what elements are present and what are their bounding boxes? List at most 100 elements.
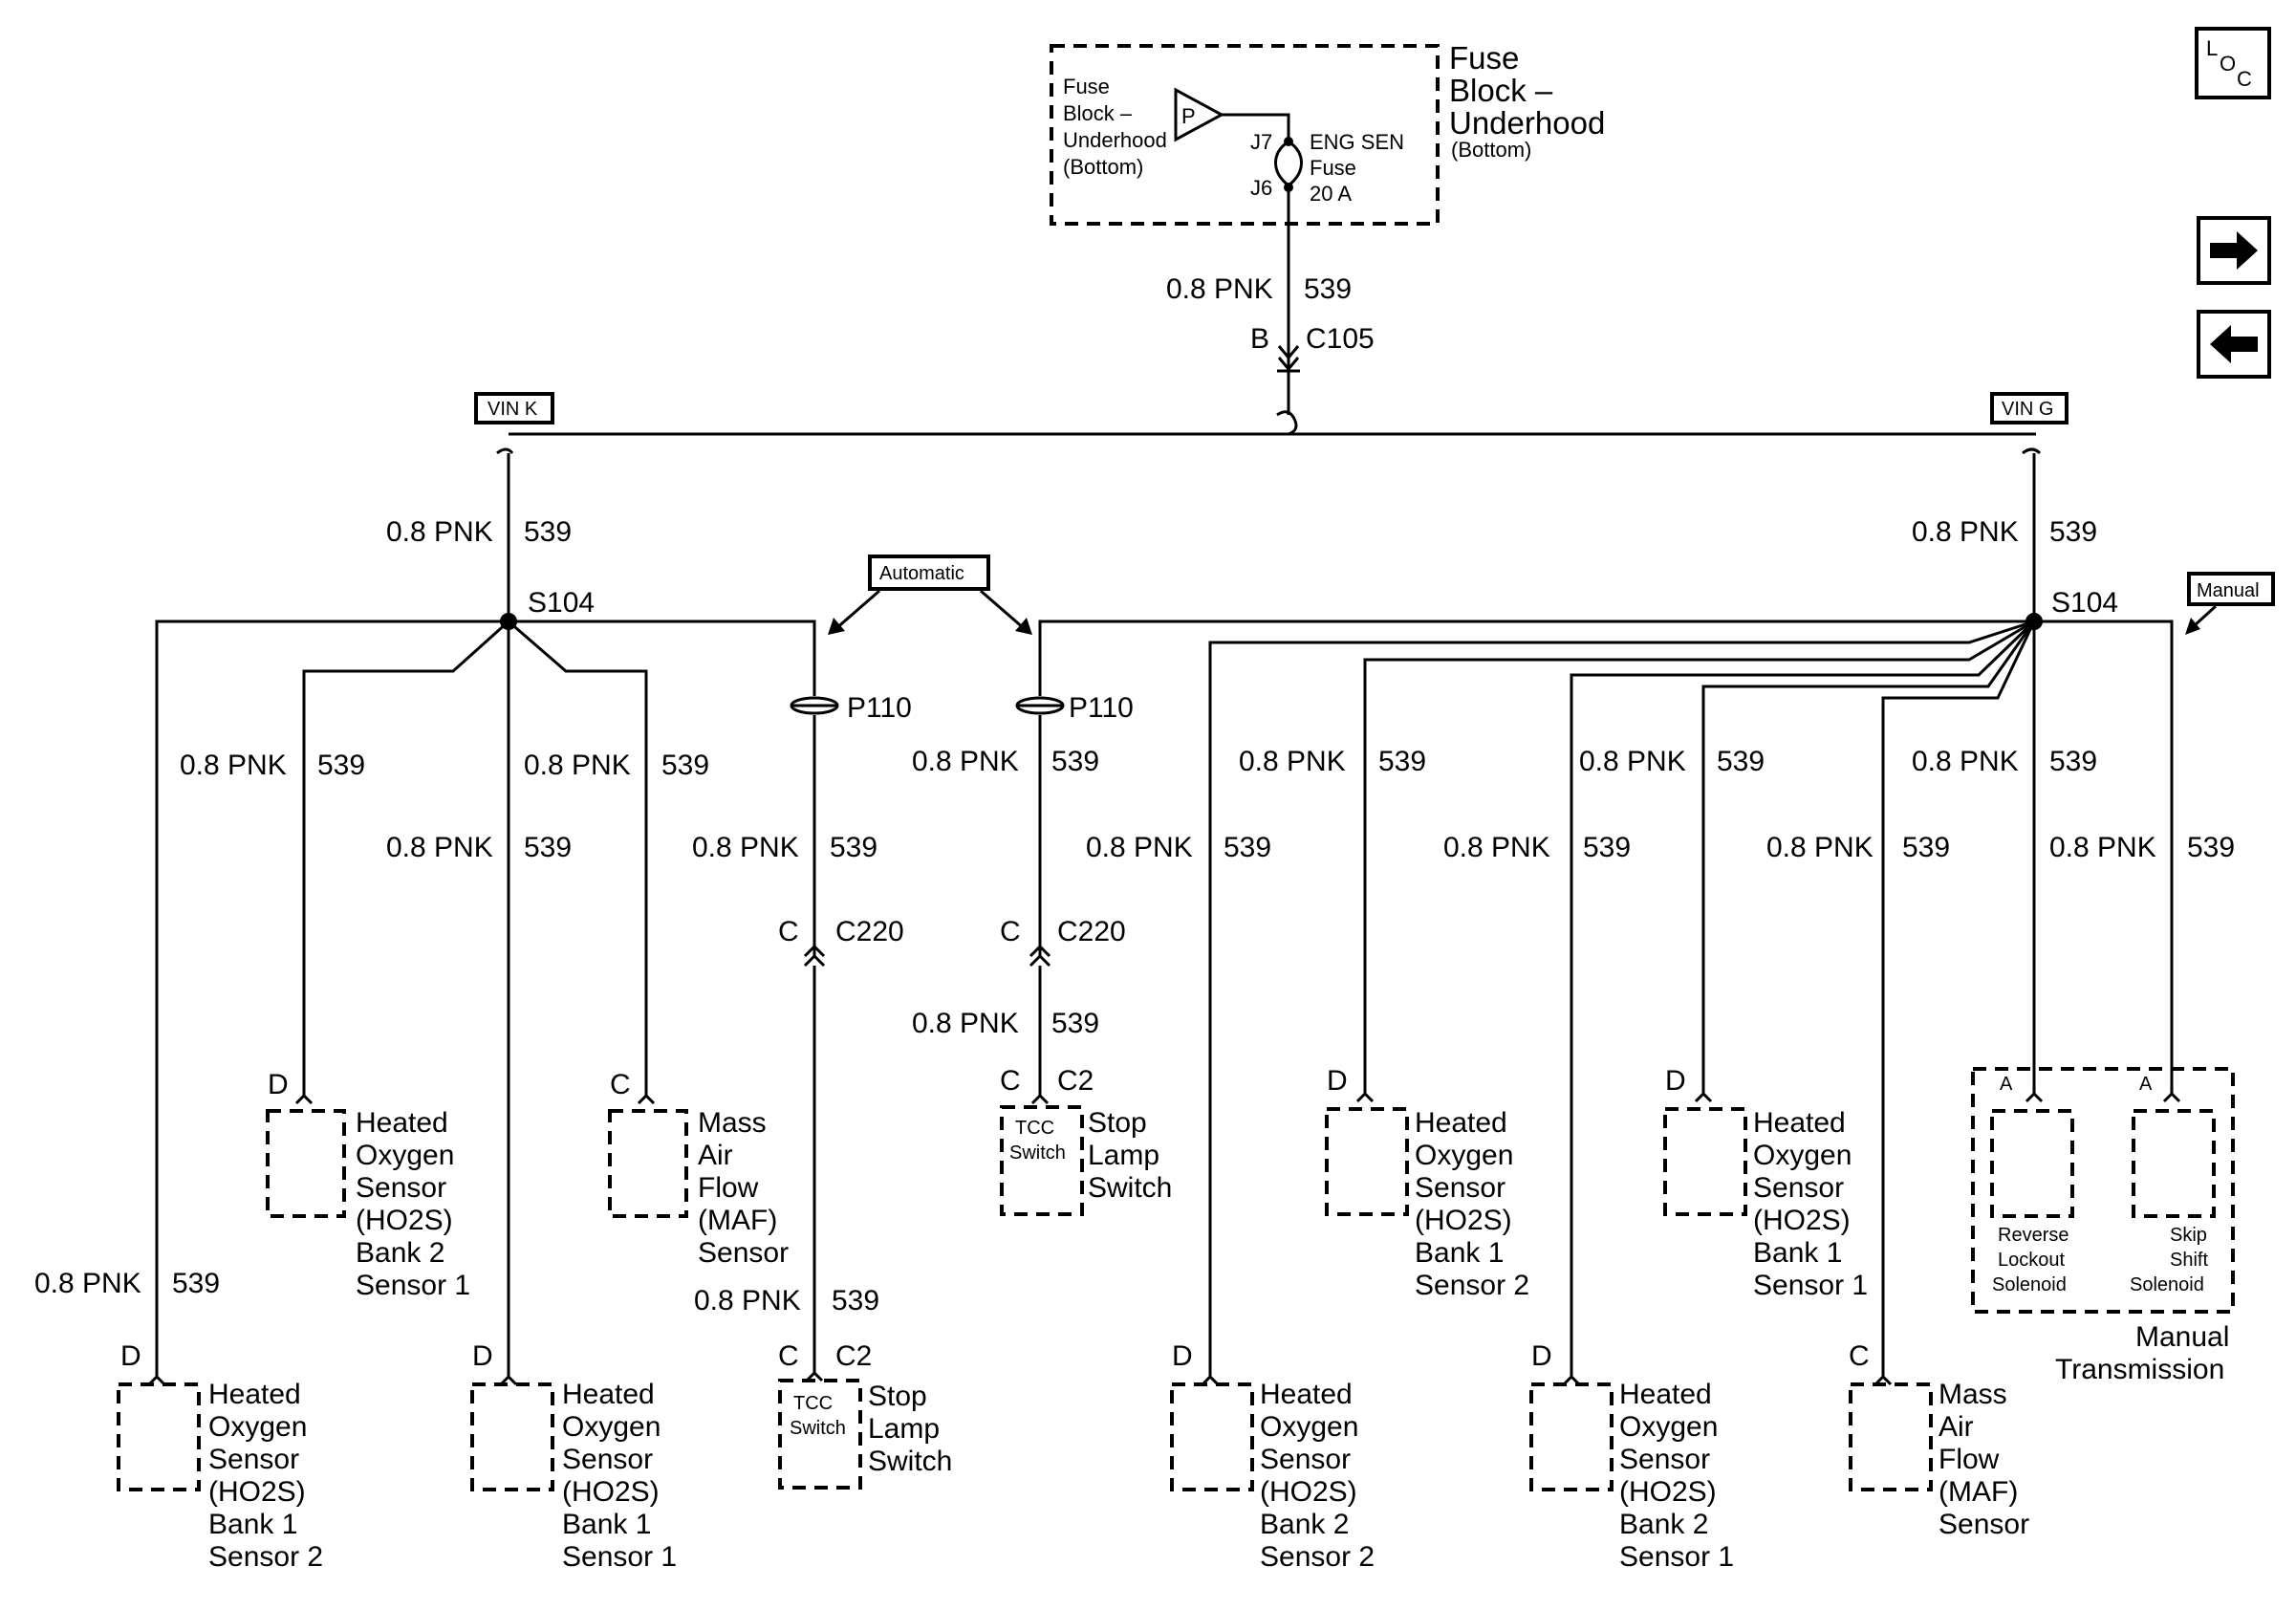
l-b2s1-line-5: Bank 2 bbox=[356, 1237, 444, 1269]
l-stop-inner-2: Switch bbox=[790, 1418, 846, 1439]
r-b1s2-line-5: Bank 1 bbox=[1415, 1237, 1504, 1269]
pin-j6: J6 bbox=[1250, 176, 1272, 200]
r-maf-line-1: Mass bbox=[1939, 1379, 2007, 1410]
r-b1s2-line-4: (HO2S) bbox=[1415, 1205, 1512, 1236]
r-tcc-wire2: 0.8 PNK bbox=[912, 1008, 1019, 1039]
r-b2s1-line-6: Sensor 1 bbox=[1619, 1541, 1734, 1573]
main-wire: 0.8 PNK bbox=[1166, 273, 1273, 305]
r-b2s2-circuit: 539 bbox=[1224, 832, 1271, 863]
c105-connector-icon bbox=[1277, 345, 1300, 360]
l-c220-connector-icon bbox=[803, 944, 826, 958]
next-page-button[interactable] bbox=[2197, 216, 2271, 285]
manual-label: Manual bbox=[2197, 580, 2260, 601]
r-c2-label: C2 bbox=[1057, 1065, 1094, 1097]
r-b2s2-line-2: Oxygen bbox=[1260, 1411, 1358, 1443]
automatic-label: Automatic bbox=[879, 563, 964, 584]
l-p110-connector-icon bbox=[790, 696, 839, 715]
l-c2-label: C2 bbox=[835, 1340, 872, 1372]
r-b1s2-line-1: Heated bbox=[1415, 1107, 1507, 1139]
vin-g-box bbox=[1990, 392, 2069, 424]
l-b1s1-line-2: Oxygen bbox=[562, 1411, 661, 1443]
r-b2s1-line-3: Sensor bbox=[1619, 1444, 1710, 1475]
r-maf-pin: C bbox=[1849, 1340, 1870, 1372]
l-b1s1-circuit: 539 bbox=[524, 832, 572, 863]
l-c220-pin: C bbox=[778, 916, 799, 947]
arrow-right-icon bbox=[2210, 231, 2258, 270]
previous-page-button[interactable] bbox=[2197, 310, 2271, 379]
fuse-block-inner-label-3: Underhood bbox=[1063, 128, 1167, 152]
r-tcc-wire1: 0.8 PNK bbox=[912, 746, 1019, 777]
r-c220-connector-icon bbox=[1029, 944, 1051, 958]
p-symbol: P bbox=[1181, 104, 1196, 128]
r-b1s2-line-3: Sensor bbox=[1415, 1172, 1505, 1204]
l-b1s1-pin: D bbox=[472, 1340, 493, 1372]
r-b2s1-wire: 0.8 PNK bbox=[1443, 832, 1550, 863]
fuse-block-title-sub: (Bottom) bbox=[1451, 138, 1531, 162]
l-b1s2-pin: D bbox=[120, 1340, 141, 1372]
main-pin: B bbox=[1250, 323, 1269, 355]
reverse-line-3: Solenoid bbox=[1992, 1274, 2067, 1295]
l-p110-label: P110 bbox=[847, 692, 912, 724]
right-main-circuit: 539 bbox=[2049, 516, 2097, 548]
r-b1s2-wire: 0.8 PNK bbox=[1239, 746, 1346, 777]
r-maf-circuit: 539 bbox=[1902, 832, 1950, 863]
r-stop-inner-1: TCC bbox=[1015, 1118, 1054, 1139]
l-b1s1-wire: 0.8 PNK bbox=[386, 832, 493, 863]
r-b2s2-sensor: D Heated Oxygen Sensor (HO2S) Bank 2 Sen… bbox=[1170, 1340, 1375, 1573]
l-b1s1-line-4: (HO2S) bbox=[562, 1476, 660, 1508]
r-b1s2-line-6: Sensor 2 bbox=[1415, 1270, 1529, 1301]
r-stop-line-3: Switch bbox=[1088, 1172, 1172, 1204]
l-b2s1-sensor: D Heated Oxygen Sensor (HO2S) Bank 2 Sen… bbox=[266, 1069, 470, 1301]
l-c2-pin: C bbox=[778, 1340, 799, 1372]
l-b1s2-circuit: 539 bbox=[172, 1268, 220, 1299]
r-b2s1-circuit: 539 bbox=[1583, 832, 1631, 863]
fuse-block-title-2: Block – bbox=[1449, 73, 1553, 108]
l-b2s1-line-6: Sensor 1 bbox=[356, 1270, 470, 1301]
r-b1s1-circuit: 539 bbox=[1717, 746, 1765, 777]
left-main-wire: 0.8 PNK bbox=[386, 516, 493, 548]
l-tcc-wire1: 0.8 PNK bbox=[692, 832, 799, 863]
l-maf-circuit: 539 bbox=[661, 750, 709, 781]
l-b1s1-line-1: Heated bbox=[562, 1379, 655, 1410]
fuse-block-title-1: Fuse bbox=[1449, 40, 1519, 76]
r-b1s2-line-2: Oxygen bbox=[1415, 1140, 1513, 1171]
r-b2s2-line-6: Sensor 2 bbox=[1260, 1541, 1375, 1573]
l-stop-lamp-switch: TCC Switch Stop Lamp Switch bbox=[778, 1370, 952, 1490]
main-circuit: 539 bbox=[1304, 273, 1352, 305]
skip-line-1: Skip bbox=[2170, 1225, 2207, 1246]
l-b1s2-sensor: D Heated Oxygen Sensor (HO2S) Bank 1 Sen… bbox=[117, 1340, 323, 1573]
l-b1s2-line-2: Oxygen bbox=[208, 1411, 307, 1443]
r-b2s2-line-5: Bank 2 bbox=[1260, 1509, 1349, 1540]
r-p110-label: P110 bbox=[1069, 692, 1134, 724]
l-b1s1-line-6: Sensor 1 bbox=[562, 1541, 677, 1573]
r-b2s2-pin: D bbox=[1172, 1340, 1193, 1372]
l-b1s2-line-4: (HO2S) bbox=[208, 1476, 306, 1508]
manual-transmission: A Reverse Lockout Solenoid A Skip Shift … bbox=[1971, 1067, 2235, 1314]
r-reverse-circuit: 539 bbox=[2049, 746, 2097, 777]
r-maf-sensor: C Mass Air Flow (MAF) Sensor bbox=[1849, 1340, 2029, 1540]
loc-o: O bbox=[2220, 52, 2236, 76]
r-b2s2-line-1: Heated bbox=[1260, 1379, 1353, 1410]
fuse-icon bbox=[1274, 140, 1303, 187]
r-b1s2-pin: D bbox=[1327, 1065, 1348, 1097]
l-b2s1-line-4: (HO2S) bbox=[356, 1205, 453, 1236]
r-b2s1-line-1: Heated bbox=[1619, 1379, 1712, 1410]
automatic-arrow-right-icon bbox=[1015, 618, 1032, 635]
r-maf-line-3: Flow bbox=[1939, 1444, 2000, 1475]
automatic-arrow-left-icon bbox=[828, 618, 845, 635]
reverse-pin: A bbox=[2000, 1074, 2013, 1095]
r-skip-circuit: 539 bbox=[2187, 832, 2235, 863]
loc-l: L bbox=[2206, 36, 2218, 60]
main-connector: C105 bbox=[1306, 323, 1375, 355]
left-splice-label: S104 bbox=[528, 587, 595, 619]
fuse-block-inner-label-2: Block – bbox=[1063, 101, 1133, 125]
r-b1s1-line-3: Sensor bbox=[1753, 1172, 1844, 1204]
r-stop-inner-2: Switch bbox=[1009, 1142, 1066, 1164]
l-maf-line-4: (MAF) bbox=[698, 1205, 777, 1236]
r-b2s2-line-4: (HO2S) bbox=[1260, 1476, 1357, 1508]
l-c220-label: C220 bbox=[835, 916, 904, 947]
r-b1s1-line-4: (HO2S) bbox=[1753, 1205, 1851, 1236]
fuse-label-2: Fuse bbox=[1310, 156, 1356, 180]
loc-button[interactable]: L O C bbox=[2195, 27, 2271, 99]
r-p110-connector-icon bbox=[1015, 696, 1065, 715]
